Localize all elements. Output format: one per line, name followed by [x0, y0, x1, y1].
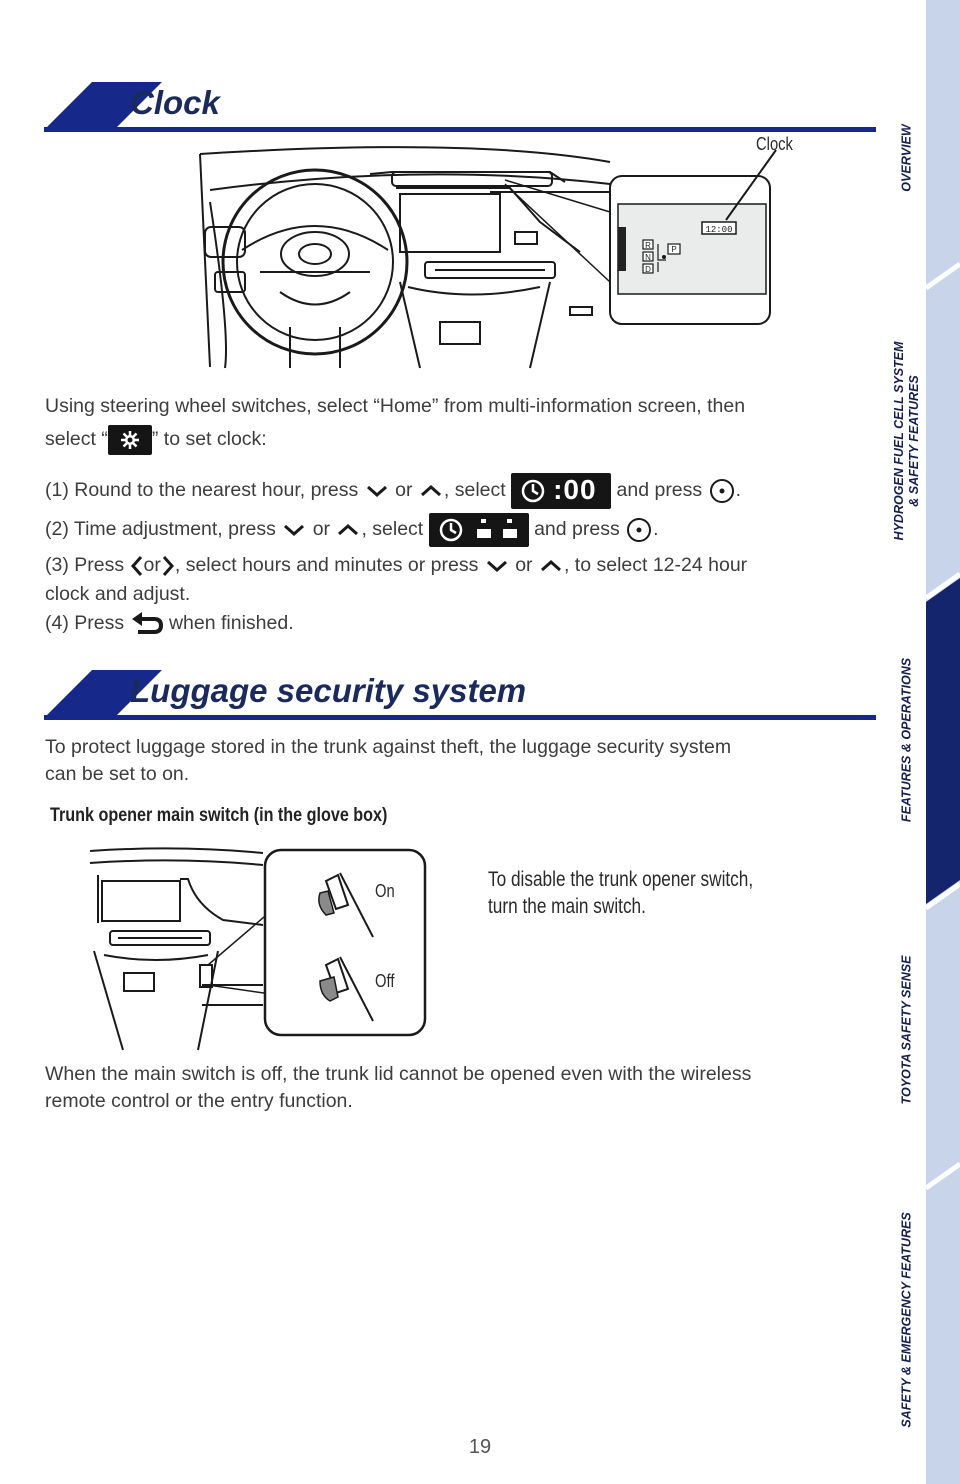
and-press-text: and press [534, 518, 620, 541]
clock-icon [521, 479, 545, 503]
step2-prefix: (2) Time adjustment, press [45, 518, 276, 541]
gear-p: P [671, 245, 676, 254]
clock-step-2: (2) Time adjustment, press or , select a… [45, 513, 865, 549]
side-nav-tabs-graphic [924, 0, 960, 1484]
header-rule [44, 127, 876, 132]
nav-tab-features-operations[interactable]: FEATURES & OPERATIONS [899, 657, 914, 823]
clock-intro-line2: select “ ” to set clock: [45, 425, 865, 455]
select-text: , select [443, 479, 506, 502]
clock-intro-line2-after: ” to set clock: [151, 428, 267, 451]
chevron-up-icon [338, 523, 359, 536]
note-line2: turn the main switch. [488, 895, 646, 918]
enter-button-icon [709, 479, 734, 503]
nav-tab-hydrogen-fuel-cell[interactable]: HYDROGEN FUEL CELL SYSTEM & SAFETY FEATU… [892, 342, 922, 541]
header-tab-graphic [44, 82, 162, 130]
luggage-intro-line1: To protect luggage stored in the trunk a… [45, 736, 732, 758]
or-text: or [312, 518, 331, 541]
clock-step-1: (1) Round to the nearest hour, press or … [45, 473, 865, 511]
chevron-up-icon [420, 484, 441, 497]
luggage-footer-line2: remote control or the entry function. [45, 1090, 353, 1112]
display-text-layer: 12:00 R N D P [645, 225, 732, 274]
chevron-up-icon [540, 559, 561, 571]
back-arrow-icon [131, 611, 163, 634]
side-nav: OVERVIEW HYDROGEN FUEL CELL SYSTEM & SAF… [880, 0, 960, 1484]
luggage-footer: When the main switch is off, the trunk l… [45, 1061, 865, 1115]
time-adjust-menu-item [428, 513, 529, 547]
switch-on-label: On [375, 881, 395, 901]
trunk-switch-note: To disable the trunk opener switch, turn… [488, 866, 753, 920]
clock-intro-line1: Using steering wheel switches, select “H… [45, 395, 746, 417]
clock-instructions: Using steering wheel switches, select “H… [45, 392, 865, 638]
nav-tab-safety-emergency[interactable]: SAFETY & EMERGENCY FEATURES [899, 1212, 914, 1428]
chevron-left-icon [130, 555, 142, 576]
chevron-down-icon [486, 560, 507, 572]
luggage-section-header: Luggage security system [44, 670, 876, 720]
display-clock-text: 12:00 [705, 225, 732, 235]
luggage-section-title: Luggage security system [130, 672, 527, 709]
or-text: or [143, 554, 161, 576]
or-text: or [515, 554, 533, 576]
clock-intro-line2-before: select “ [45, 428, 108, 451]
step4-suffix: when finished. [168, 612, 294, 634]
step3-suffix: , to select 12-24 hour [563, 554, 748, 576]
switch-off-label: Off [375, 971, 395, 991]
chevron-right-icon [162, 555, 174, 576]
luggage-footer-line1: When the main switch is off, the trunk l… [45, 1063, 752, 1085]
manual-page: Clock [44, 82, 876, 1115]
page-number: 19 [468, 1436, 492, 1458]
clock-step-3: (3) Press or , select hours and minutes o… [45, 551, 865, 580]
step3-prefix: (3) Press [45, 554, 125, 576]
chevron-down-icon [366, 485, 387, 498]
nav-tab-toyota-safety-sense[interactable]: TOYOTA SAFETY SENSE [899, 955, 914, 1105]
clock-section-header: Clock [44, 82, 876, 132]
gear-r: R [645, 241, 651, 250]
note-line1: To disable the trunk opener switch, [488, 868, 754, 891]
period: . [735, 479, 741, 502]
glove-box-illustration [89, 847, 427, 1051]
nav-tab-hydrogen-line1: HYDROGEN FUEL CELL SYSTEM [892, 341, 906, 541]
clock-section-title: Clock [130, 84, 220, 121]
and-press-text: and press [616, 479, 703, 502]
step1-prefix: (1) Round to the nearest hour, press [45, 479, 359, 502]
round-hour-box-text: :00 [553, 474, 597, 505]
step4-prefix: (4) Press [45, 612, 125, 634]
luggage-intro-line2: can be set to on. [45, 763, 190, 785]
chevron-down-icon [284, 524, 305, 537]
round-hour-menu-item: :00 [511, 473, 612, 509]
select-text: , select [361, 518, 424, 541]
period: . [653, 518, 659, 541]
header-rule [44, 715, 876, 720]
gear-d: D [645, 265, 651, 274]
clock-step-4: (4) Press when finished. [45, 609, 865, 638]
settings-gear-icon [107, 425, 152, 455]
switch-off-state [319, 956, 374, 1022]
clock-icon [439, 518, 462, 542]
or-text: or [395, 479, 413, 502]
clock-step-3-line2: clock and adjust. [45, 583, 191, 605]
switch-on-state [318, 872, 374, 938]
header-tab-graphic [44, 670, 162, 718]
gear-n: N [645, 253, 651, 262]
dashboard-illustration [199, 146, 777, 369]
trunk-switch-subheading: Trunk opener main switch (in the glove b… [50, 805, 388, 826]
nav-tab-overview[interactable]: OVERVIEW [899, 124, 914, 192]
clock-figure-label: Clock [756, 134, 793, 154]
nav-tab-hydrogen-line2: & SAFETY FEATURES [907, 375, 921, 507]
enter-button-icon [627, 518, 652, 542]
step3-mid: , select hours and minutes or press [174, 554, 479, 576]
luggage-intro: To protect luggage stored in the trunk a… [45, 734, 865, 788]
